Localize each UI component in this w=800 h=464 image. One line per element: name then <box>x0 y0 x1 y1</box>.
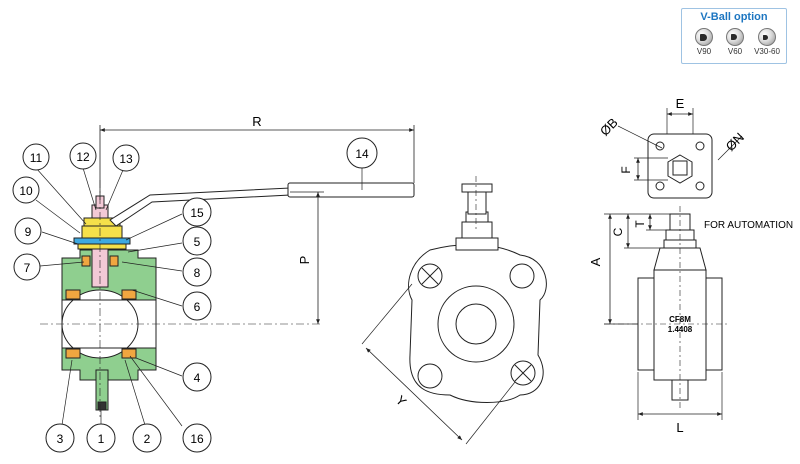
callout-number: 12 <box>76 150 90 164</box>
callout-2: 2 <box>132 423 162 453</box>
handle <box>109 182 415 227</box>
dimension-b-label: ØB <box>597 115 621 139</box>
handle-grip <box>287 182 415 198</box>
top-hole-tl <box>655 141 665 151</box>
callout-12: 12 <box>69 142 97 170</box>
callout-11: 11 <box>22 143 50 171</box>
dimension-y-label: Y <box>393 392 410 409</box>
callout-number: 1 <box>98 432 105 446</box>
bolt-hole-top-right <box>509 263 535 289</box>
seat-upper-left <box>65 289 81 300</box>
seat-upper-right <box>121 289 137 300</box>
packing-ring <box>77 243 127 250</box>
v-ball-option-label: V30-60 <box>754 47 780 56</box>
top-hole-br <box>695 181 705 191</box>
v-ball-option-box: V-Ball option V90 V60 V30-60 <box>681 8 787 64</box>
callout-number: 11 <box>30 151 43 165</box>
seat-lower-left <box>65 348 81 359</box>
dimension-p-label: P <box>297 256 312 265</box>
callout-number: 13 <box>119 152 133 166</box>
callout-4: 4 <box>182 362 212 392</box>
dimension-c-label: C <box>611 227 625 236</box>
callout-number: 7 <box>24 261 31 275</box>
front-bore-outer <box>437 285 515 363</box>
side-view <box>604 206 730 420</box>
packing-left <box>81 255 91 267</box>
dimension-l-label: L <box>676 420 683 435</box>
callout-6: 6 <box>182 291 212 321</box>
bolt-hole-bottom-right <box>510 360 536 386</box>
material-line-2: 1.4408 <box>668 325 693 334</box>
v-ball-option-v90: V90 <box>689 28 719 56</box>
front-bore-inner <box>455 303 497 345</box>
dimension-f-label: F <box>619 166 633 173</box>
callout-13: 13 <box>112 144 140 172</box>
v-ball-option-label: V60 <box>727 47 743 56</box>
v-ball-option-v30-60: V30-60 <box>752 28 782 56</box>
dimension-a-label: A <box>588 257 603 266</box>
callout-1: 1 <box>86 423 116 453</box>
front-stem-square <box>467 189 487 215</box>
leader-lines <box>35 167 363 427</box>
front-stem-base <box>455 237 499 251</box>
dimension-p <box>290 191 324 324</box>
automation-note: FOR AUTOMATION <box>704 220 793 231</box>
v-ball-v60-icon <box>726 28 744 46</box>
callout-number: 2 <box>144 432 151 446</box>
callout-number: 15 <box>190 206 204 220</box>
bolt-hole-top-left <box>417 263 443 289</box>
top-view <box>617 108 743 199</box>
front-flange <box>408 244 547 403</box>
callout-number: 10 <box>19 184 33 198</box>
callout-3: 3 <box>45 423 75 453</box>
v-ball-option-label: V90 <box>696 47 712 56</box>
front-stem-top <box>461 183 493 193</box>
callout-16: 16 <box>182 423 212 453</box>
section-view <box>40 180 322 418</box>
v-ball-v30-60-icon <box>758 28 776 46</box>
top-stem-square <box>672 160 688 176</box>
callout-9: 9 <box>14 217 42 245</box>
callout-number: 3 <box>57 432 64 446</box>
callout-number: 16 <box>190 432 204 446</box>
seat-lower-right <box>121 348 137 359</box>
callout-number: 14 <box>355 147 369 161</box>
front-view <box>361 176 547 445</box>
callout-number: 8 <box>194 266 201 280</box>
dimension-r <box>99 125 415 200</box>
callout-number: 6 <box>194 300 201 314</box>
dimension-n-label: ØN <box>723 130 747 154</box>
gland-plate <box>73 237 131 245</box>
v-ball-option-v60: V60 <box>720 28 750 56</box>
top-hole-tr <box>695 141 705 151</box>
callout-number: 5 <box>194 235 201 249</box>
v-ball-option-title: V-Ball option <box>700 11 768 23</box>
top-stem-hex <box>667 154 693 184</box>
callout-7: 7 <box>13 253 41 281</box>
dimension-r-label: R <box>252 114 261 129</box>
top-hole-bl <box>655 181 665 191</box>
callout-14: 14 <box>346 137 378 169</box>
callout-5: 5 <box>182 226 212 256</box>
dimension-t-label: T <box>633 220 647 228</box>
callout-8: 8 <box>182 257 212 287</box>
front-stem-nut <box>461 221 493 239</box>
nut-upper <box>81 225 123 239</box>
callout-number: 4 <box>194 371 201 385</box>
v-ball-v90-icon <box>695 28 713 46</box>
material-line-1: CF8M <box>669 315 691 324</box>
packing-right <box>109 255 119 267</box>
callout-number: 9 <box>25 225 32 239</box>
callout-15: 15 <box>182 197 212 227</box>
dimension-e-label: E <box>676 96 685 111</box>
callout-10: 10 <box>12 176 40 204</box>
